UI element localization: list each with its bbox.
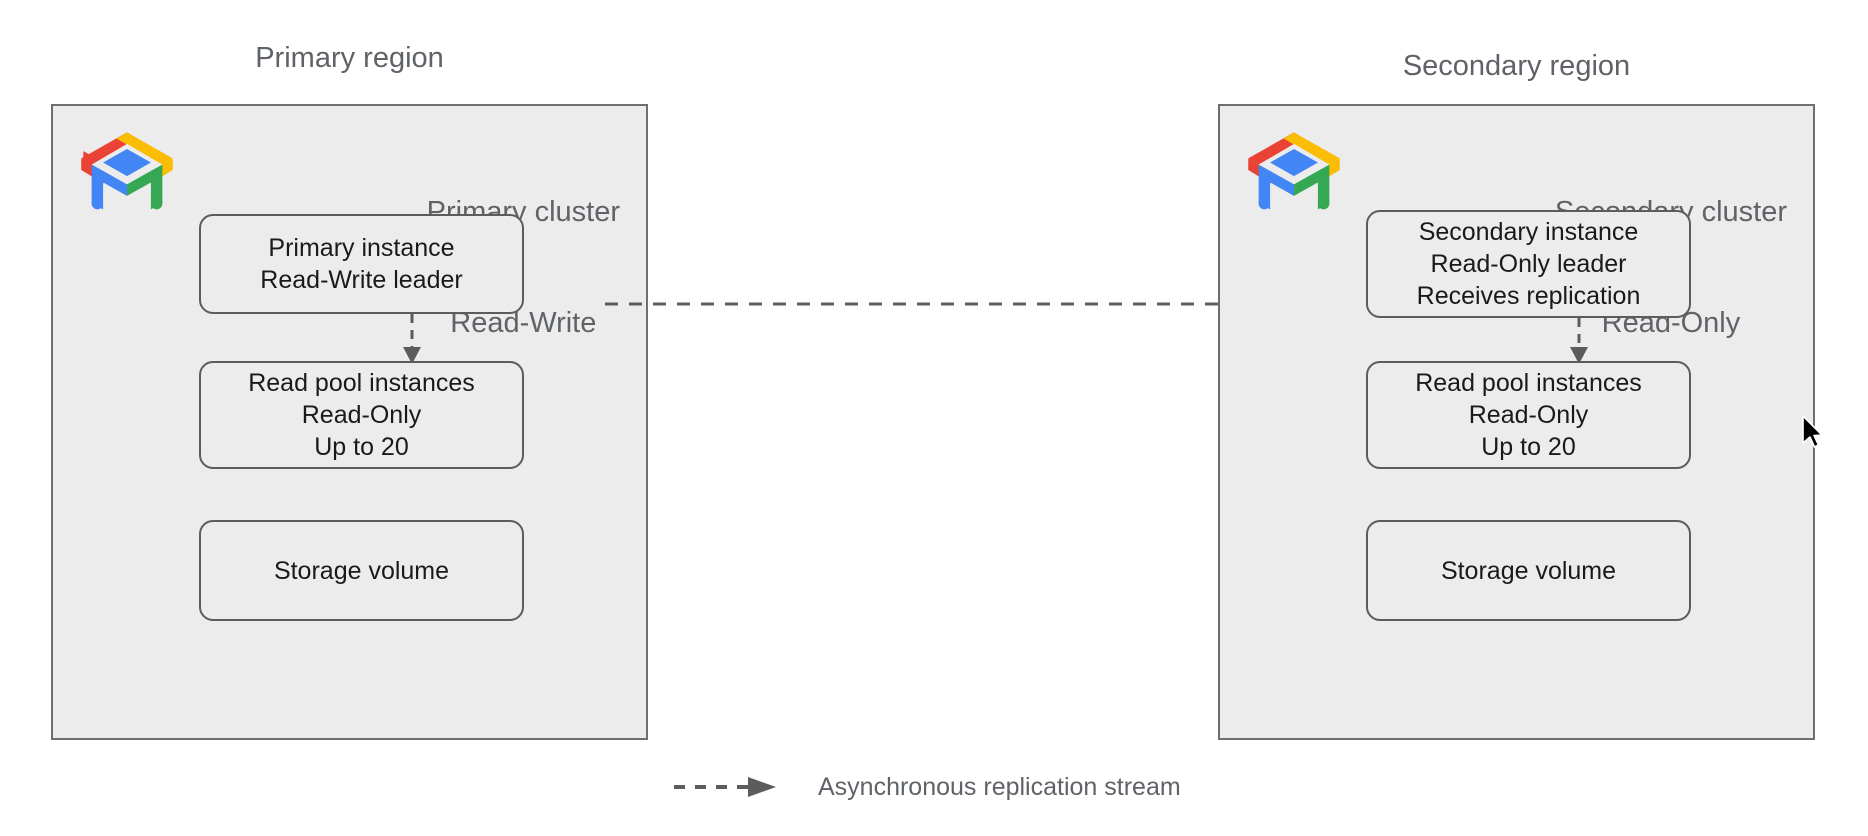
- alloydb-logo: [1242, 122, 1346, 226]
- primary-cluster-panel: Primary cluster Read-Write Primary insta…: [51, 104, 648, 740]
- secondary-read-pool-line-1: Read pool instances: [1415, 369, 1642, 397]
- primary-read-pool-line-2: Read-Only: [301, 401, 422, 429]
- primary-region-label: Primary region: [255, 42, 444, 74]
- secondary-read-pool-line-3: Up to 20: [1481, 433, 1576, 461]
- primary-instance-line-1: Primary instance: [268, 234, 455, 262]
- alloydb-logo: [75, 122, 179, 226]
- primary-read-pool-box[interactable]: Read pool instances Read-Only Up to 20: [199, 361, 524, 469]
- secondary-instance-box[interactable]: Secondary instance Read-Only leader Rece…: [1366, 210, 1691, 318]
- primary-storage-volume-box[interactable]: Storage volume: [199, 520, 524, 621]
- secondary-cluster-panel: Secondary cluster Read-Only Secondary in…: [1218, 104, 1815, 740]
- secondary-instance-line-3: Receives replication: [1416, 282, 1641, 310]
- primary-instance-line-2: Read-Write leader: [260, 266, 463, 294]
- secondary-instance-to-read-pool-arrow: [1565, 318, 1593, 372]
- secondary-read-pool-line-2: Read-Only: [1468, 401, 1589, 429]
- legend: Asynchronous replication stream: [672, 770, 1181, 804]
- primary-storage-volume-line-1: Storage volume: [273, 556, 450, 585]
- secondary-storage-volume-line-1: Storage volume: [1440, 556, 1617, 585]
- primary-instance-to-read-pool-arrow: [398, 314, 426, 368]
- secondary-instance-line-2: Read-Only leader: [1430, 250, 1627, 278]
- secondary-read-pool-box[interactable]: Read pool instances Read-Only Up to 20: [1366, 361, 1691, 469]
- primary-cluster-heading: Primary cluster Read-Write: [427, 120, 620, 416]
- legend-label: Asynchronous replication stream: [818, 772, 1181, 801]
- secondary-instance-line-1: Secondary instance: [1418, 218, 1639, 246]
- primary-instance-box[interactable]: Primary instance Read-Write leader: [199, 214, 524, 314]
- legend-dashed-arrow-icon: [672, 775, 782, 799]
- secondary-region-label: Secondary region: [1402, 50, 1631, 82]
- secondary-storage-volume-box[interactable]: Storage volume: [1366, 520, 1691, 621]
- primary-read-pool-line-3: Up to 20: [314, 433, 409, 461]
- primary-read-pool-line-1: Read pool instances: [248, 369, 475, 397]
